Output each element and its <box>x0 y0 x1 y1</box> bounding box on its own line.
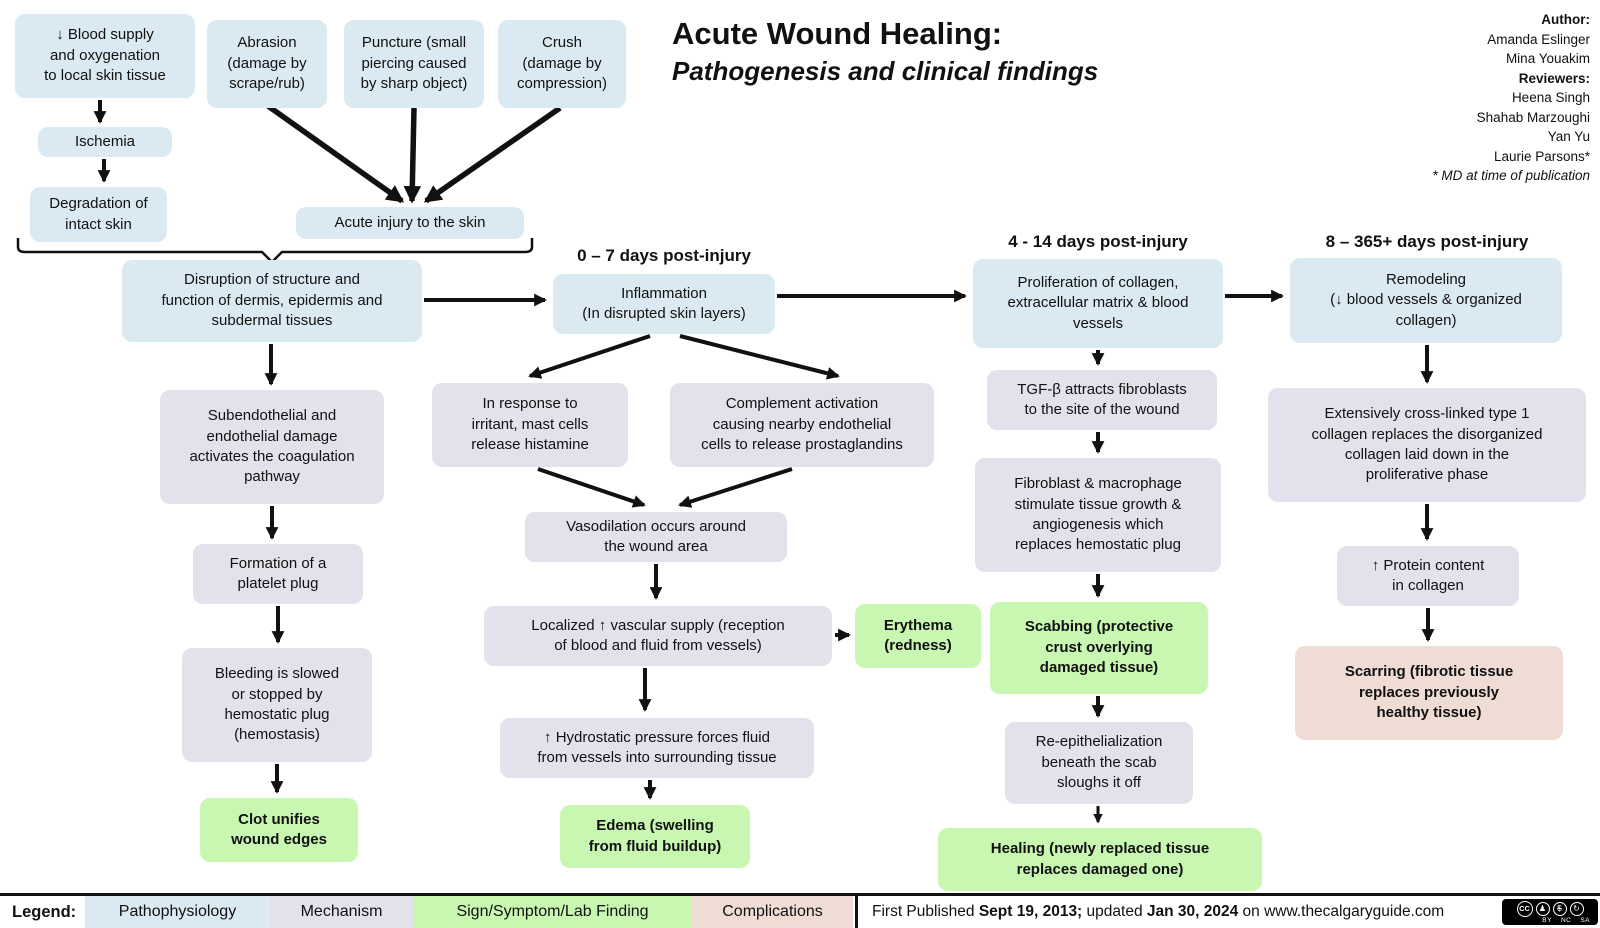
node-disruption: Disruption of structure and function of … <box>122 260 422 342</box>
page-title: Acute Wound Healing: <box>672 16 1003 51</box>
phase-heading-8-365-days: 8 – 365+ days post-injury <box>1325 232 1529 251</box>
node-scarring: Scarring (fibrotic tissue replaces previ… <box>1295 646 1563 740</box>
node-proliferation: Proliferation of collagen, extracellular… <box>973 259 1223 348</box>
node-tgf-beta: TGF-β attracts fibroblasts to the site o… <box>987 370 1217 430</box>
node-crush: Crush (damage by compression) <box>498 20 626 108</box>
cc-by-label: BY <box>1542 917 1552 924</box>
site-url-text: on www.thecalgaryguide.com <box>1238 903 1445 920</box>
node-erythema: Erythema (redness) <box>855 604 981 668</box>
node-protein-content: ↑ Protein content in collagen <box>1337 546 1519 606</box>
node-localized-vascular-supply: Localized ↑ vascular supply (reception o… <box>484 606 832 666</box>
sharealike-arrow-icon: ↻ <box>1569 901 1584 916</box>
node-clot-unifies: Clot unifies wound edges <box>200 798 358 862</box>
cc-icon-row: CC ♟ $ ↻ <box>1516 900 1584 917</box>
node-blood-supply: ↓ Blood supply and oxygenation to local … <box>15 14 195 98</box>
node-scabbing: Scabbing (protective crust overlying dam… <box>990 602 1208 694</box>
reviewers-label: Reviewers: <box>1518 70 1590 86</box>
node-hydrostatic-pressure: ↑ Hydrostatic pressure forces fluid from… <box>500 718 814 778</box>
cc-label-row: BY NC SA <box>1502 917 1598 924</box>
node-edema: Edema (swelling from fluid buildup) <box>560 805 750 868</box>
legend-swatch-sign-symptom: Sign/Symptom/Lab Finding <box>413 896 692 928</box>
cc-logo-icon: CC <box>1516 900 1533 917</box>
node-degradation: Degradation of intact skin <box>30 187 167 242</box>
node-platelet-plug: Formation of a platelet plug <box>193 544 363 604</box>
reviewer-name: Heena Singh <box>1511 90 1590 105</box>
phase-heading-4-14-days: 4 - 14 days post-injury <box>1008 232 1188 251</box>
md-note: * MD at time of publication <box>1432 168 1590 183</box>
node-vasodilation: Vasodilation occurs around the wound are… <box>525 512 787 562</box>
legend-label: Legend: <box>12 903 77 921</box>
node-ischemia: Ischemia <box>38 127 172 157</box>
node-remodeling: Remodeling (↓ blood vessels & organized … <box>1290 258 1562 343</box>
first-published-date: Sept 19, 2013; <box>978 903 1083 920</box>
node-bleeding-hemostasis: Bleeding is slowed or stopped by hemosta… <box>182 648 372 762</box>
credits-block: Author: Amanda Eslinger Mina Youakim Rev… <box>1432 10 1590 186</box>
legend-swatch-mechanism: Mechanism <box>270 896 413 928</box>
author-label: Author: <box>1541 12 1590 27</box>
node-healing: Healing (newly replaced tissue replaces … <box>938 828 1262 891</box>
publication-info: First Published Sept 19, 2013; updated J… <box>872 896 1444 928</box>
node-inflammation: Inflammation (In disrupted skin layers) <box>553 274 775 334</box>
node-acute-injury: Acute injury to the skin <box>296 207 524 239</box>
updated-date: Jan 30, 2024 <box>1146 903 1239 920</box>
phase-heading-0-7-days: 0 – 7 days post-injury <box>577 246 751 265</box>
node-complement-activation: Complement activation causing nearby end… <box>670 383 934 467</box>
attribution-person-icon: ♟ <box>1535 901 1550 916</box>
cc-nc-label: NC <box>1560 917 1572 924</box>
cc-sa-label: SA <box>1580 917 1590 924</box>
page-subtitle: Pathogenesis and clinical findings <box>672 56 1099 86</box>
reviewer-name: Shahab Marzoughi <box>1476 109 1590 125</box>
published-prefix: First Published <box>872 903 979 920</box>
node-crosslinked-collagen: Extensively cross-linked type 1 collagen… <box>1268 388 1586 502</box>
legend-swatch-complications: Complications <box>692 896 853 928</box>
cc-license-badge: CC ♟ $ ↻ BY NC SA <box>1502 899 1598 925</box>
node-mast-cells-histamine: In response to irritant, mast cells rele… <box>432 383 628 467</box>
author-name: Amanda Eslinger <box>1487 31 1590 47</box>
legend-divider <box>855 893 858 928</box>
node-abrasion: Abrasion (damage by scrape/rub) <box>207 20 327 108</box>
node-puncture: Puncture (small piercing caused by sharp… <box>344 20 484 108</box>
reviewer-name: Laurie Parsons* <box>1493 148 1590 164</box>
reviewer-name: Yan Yu <box>1547 129 1590 144</box>
updated-text: updated <box>1082 903 1147 920</box>
node-fibroblast-macrophage: Fibroblast & macrophage stimulate tissue… <box>975 458 1221 572</box>
node-reepithelialization: Re-epithelialization beneath the scab sl… <box>1005 722 1193 804</box>
node-subendothelial-damage: Subendothelial and endothelial damage ac… <box>160 390 384 504</box>
legend-swatch-pathophysiology: Pathophysiology <box>85 896 270 928</box>
author-name: Mina Youakim <box>1505 51 1590 66</box>
noncommercial-dollar-icon: $ <box>1552 901 1567 916</box>
